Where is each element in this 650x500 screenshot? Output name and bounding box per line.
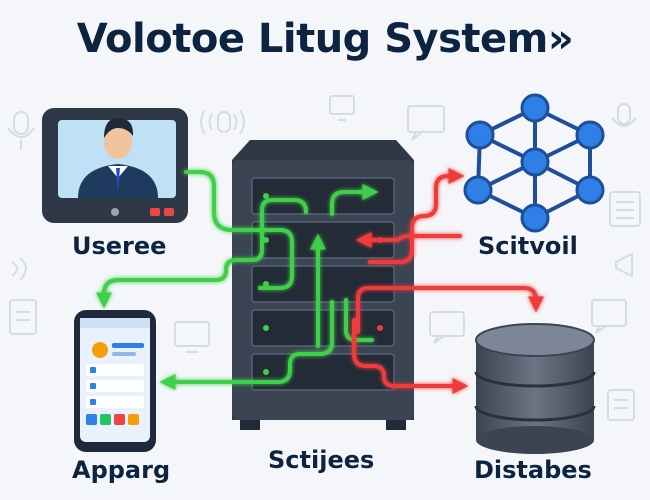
chat-bubble-icon: [429, 311, 465, 344]
node-label-network: Scitvoil: [478, 232, 578, 260]
server-rack-icon: [232, 140, 414, 430]
flow-server-to-database: [352, 318, 469, 394]
video-call-user-icon: [42, 108, 188, 223]
monitor-icon: [174, 321, 210, 353]
chat-bubble-icon: [591, 299, 627, 334]
chat-bubble-icon: [407, 105, 445, 141]
monitor-icon: [329, 95, 355, 121]
person-avatar-icon: [78, 118, 158, 198]
flow-server-up: [330, 184, 379, 216]
flow-user-to-server: [184, 170, 294, 290]
flow-server-lower: [159, 300, 334, 390]
node-label-database: Distabes: [474, 456, 592, 484]
microphone-icon: [7, 111, 35, 150]
sound-wave-icon: [200, 109, 245, 135]
sound-wave-icon: [11, 257, 27, 281]
flow-server-to-database-top: [356, 286, 544, 334]
node-label-user: Useree: [72, 232, 167, 260]
flow-server-to-network: [368, 168, 465, 264]
network-graph-icon: [463, 93, 605, 233]
megaphone-icon: [615, 252, 633, 278]
flow-server-to-app: [96, 198, 308, 309]
smartphone-app-icon: [74, 310, 156, 452]
list-icon: [607, 389, 635, 421]
node-label-server: Sctijees: [268, 446, 375, 474]
list-icon: [9, 299, 37, 335]
flow-network-to-server: [355, 232, 462, 248]
node-label-app: Apparg: [72, 456, 171, 484]
microphone-icon: [611, 103, 637, 127]
database-icon: [474, 323, 596, 454]
diagram-title: Volotoe Litug System»: [76, 16, 574, 62]
list-icon: [609, 191, 641, 227]
